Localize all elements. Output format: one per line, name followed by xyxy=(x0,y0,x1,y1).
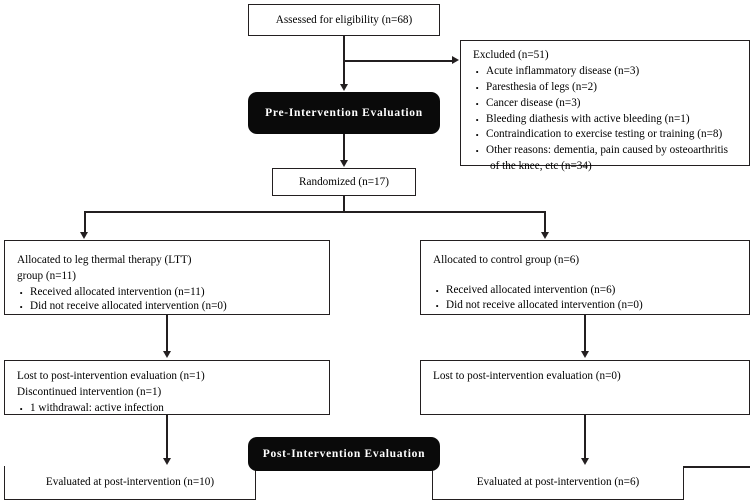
list-item: Cancer disease (n=3) xyxy=(473,95,739,113)
post-intervention-label: Post-Intervention Evaluation xyxy=(262,448,426,460)
stage-pre-intervention-evaluation: Pre-Intervention Evaluation xyxy=(248,92,440,134)
pre-intervention-label: Pre-Intervention Evaluation xyxy=(265,107,423,119)
followup-right-line1: Lost to post-intervention evaluation (n=… xyxy=(433,370,621,382)
connector-alloc-right-to-followup xyxy=(584,315,586,352)
list-item: Acute inflammatory disease (n=3) xyxy=(473,63,739,81)
followup-left-line1: Lost to post-intervention evaluation (n=… xyxy=(17,370,205,382)
list-item: 1 withdrawal: active infection xyxy=(17,400,319,417)
node-allocation-control-group: Allocated to control group (n=6) Receive… xyxy=(420,240,750,315)
list-item: Received allocated intervention (n=6) xyxy=(433,282,739,299)
excluded-last-item-continuation: of the knee, etc (n=34) xyxy=(490,160,592,173)
alloc-left-list: Received allocated intervention (n=11) D… xyxy=(17,284,319,316)
connector-to-excluded xyxy=(343,60,454,62)
node-followup-control-group: Lost to post-intervention evaluation (n=… xyxy=(420,360,750,415)
arrow-assessed-to-pre xyxy=(339,84,348,91)
excluded-heading: Excluded (n=51) xyxy=(473,49,549,61)
stage-post-intervention-evaluation: Post-Intervention Evaluation xyxy=(248,437,440,471)
result-right-label: Evaluated at post-intervention (n=6) xyxy=(476,476,640,489)
node-randomized: Randomized (n=17) xyxy=(272,168,416,196)
connector-followup-left-to-result xyxy=(166,415,168,459)
list-item: Did not receive allocated intervention (… xyxy=(17,298,319,315)
result-left-label: Evaluated at post-intervention (n=10) xyxy=(45,476,215,489)
node-assessed-for-eligibility: Assessed for eligibility (n=68) xyxy=(248,4,440,36)
arrow-to-excluded xyxy=(452,56,459,65)
list-item: Received allocated intervention (n=11) xyxy=(17,284,319,301)
connector-followup-right-to-result xyxy=(584,415,586,459)
alloc-right-heading-line2 xyxy=(433,269,739,282)
list-item: Paresthesia of legs (n=2) xyxy=(473,79,739,97)
arrow-alloc-right-to-followup xyxy=(580,351,589,358)
list-item-text: Other reasons: dementia, pain caused by … xyxy=(486,144,729,157)
connector-split-left-down xyxy=(84,211,86,233)
node-excluded: Excluded (n=51) Acute inflammatory disea… xyxy=(460,40,750,172)
alloc-left-heading-line2: group (n=11) xyxy=(17,269,77,282)
connector-alloc-left-to-followup xyxy=(166,315,168,352)
list-item: Other reasons: dementia, pain caused by … xyxy=(473,142,739,160)
connector-randomized-down xyxy=(343,196,345,213)
arrow-pre-to-randomized xyxy=(339,160,348,167)
excluded-reason-list: Acute inflammatory disease (n=3) Paresth… xyxy=(473,63,739,161)
randomized-label: Randomized (n=17) xyxy=(299,175,389,188)
node-result-ltt-group: Evaluated at post-intervention (n=10) xyxy=(4,466,256,500)
node-followup-ltt-group: Lost to post-intervention evaluation (n=… xyxy=(4,360,330,417)
arrow-split-right xyxy=(540,232,549,239)
connector-pre-to-randomized xyxy=(343,134,345,161)
alloc-right-heading-line1: Allocated to control group (n=6) xyxy=(433,254,580,266)
followup-left-line2: Discontinued intervention (n=1) xyxy=(17,385,162,398)
list-item: Bleeding diathesis with active bleeding … xyxy=(473,111,739,129)
list-item: Contraindication to exercise testing or … xyxy=(473,126,739,144)
arrow-followup-right-to-result xyxy=(580,458,589,465)
arrow-split-left xyxy=(80,232,89,239)
connector-split-horizontal xyxy=(84,211,546,213)
assessed-label: Assessed for eligibility (n=68) xyxy=(275,13,413,26)
node-result-control-group: Evaluated at post-intervention (n=6) xyxy=(432,466,684,500)
alloc-right-list: Received allocated intervention (n=6) Di… xyxy=(433,282,739,314)
arrow-followup-left-to-result xyxy=(162,458,171,465)
node-allocation-ltt-group: Allocated to leg thermal therapy (LTT) g… xyxy=(4,240,330,315)
list-item: Did not receive allocated intervention (… xyxy=(433,297,739,314)
arrow-alloc-left-to-followup xyxy=(162,351,171,358)
followup-left-list: 1 withdrawal: active infection xyxy=(17,400,319,417)
connector-split-right-down xyxy=(544,211,546,233)
alloc-left-heading-line1: Allocated to leg thermal therapy (LTT) xyxy=(17,254,192,266)
